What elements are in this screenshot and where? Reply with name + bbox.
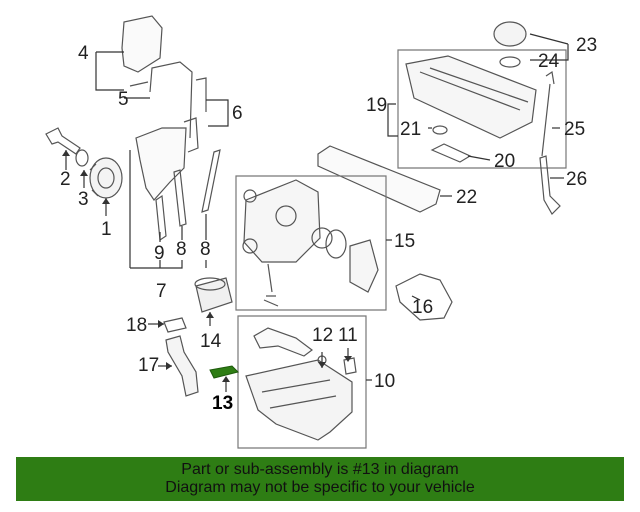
callout-2[interactable]: 2 <box>60 169 71 190</box>
cover-bracket-6 <box>183 77 207 153</box>
callout-24[interactable]: 24 <box>538 51 560 72</box>
oil-pan <box>245 359 353 441</box>
valve-cover-gasket <box>317 145 441 213</box>
callout-19[interactable]: 19 <box>366 95 388 116</box>
callout-23[interactable]: 23 <box>576 35 598 56</box>
callout-26[interactable]: 26 <box>566 169 588 190</box>
callout-5[interactable]: 5 <box>118 89 129 110</box>
oil-pump-gear-inner <box>311 227 333 249</box>
oil-strainer <box>165 335 199 397</box>
highlighted-part-13 <box>209 365 239 379</box>
callout-12[interactable]: 12 <box>312 325 334 346</box>
callout-14[interactable]: 14 <box>200 331 222 352</box>
callout-4[interactable]: 4 <box>78 43 89 64</box>
callout-8a[interactable]: 8 <box>176 239 187 260</box>
drain-plug-11 <box>343 357 357 375</box>
timing-cover-lower <box>135 127 187 201</box>
callout-22[interactable]: 22 <box>456 187 478 208</box>
timing-cover-upper <box>121 15 163 73</box>
crank-bolt <box>45 127 81 155</box>
callout-9[interactable]: 9 <box>154 243 165 264</box>
oil-pump-cover <box>349 239 379 293</box>
banner-line-2: Diagram may not be specific to your vehi… <box>165 479 475 496</box>
info-banner: Part or sub-assembly is #13 in diagram D… <box>16 457 624 501</box>
callout-7[interactable]: 7 <box>156 281 167 302</box>
filler-cap-gasket-24 <box>499 56 521 68</box>
oil-filler-cap <box>493 21 527 47</box>
valve-cover-seal-20 <box>430 143 472 163</box>
banner-line-1: Part or sub-assembly is #13 in diagram <box>181 461 459 478</box>
oil-filter <box>195 277 233 313</box>
callout-15[interactable]: 15 <box>394 231 416 252</box>
dipstick-tube <box>539 155 561 215</box>
callout-11[interactable]: 11 <box>338 325 358 346</box>
callout-18[interactable]: 18 <box>126 315 148 336</box>
seal-strip-8a <box>173 169 187 227</box>
crank-washer <box>75 149 89 167</box>
callout-17[interactable]: 17 <box>138 355 160 376</box>
oil-baffle <box>253 327 313 357</box>
callout-13[interactable]: 13 <box>212 393 234 414</box>
callout-6[interactable]: 6 <box>232 103 243 124</box>
callout-20[interactable]: 20 <box>494 151 516 172</box>
valve-cover-group-box <box>397 49 567 169</box>
callout-3[interactable]: 3 <box>78 189 89 210</box>
oil-strainer-gasket-18 <box>163 317 187 333</box>
parts-diagram <box>45 15 569 449</box>
callout-8b[interactable]: 8 <box>200 239 211 260</box>
valve-cover <box>405 55 537 139</box>
rear-cover-gasket-16 <box>395 273 453 321</box>
oil-pump-seal <box>243 189 257 203</box>
callout-10[interactable]: 10 <box>374 371 396 392</box>
oil-dipstick <box>541 70 555 157</box>
valve-cover-grommet-21 <box>432 125 448 135</box>
oil-pump-group-box <box>235 175 387 311</box>
pressure-relief-parts <box>263 263 279 307</box>
oil-pump-housing <box>243 179 321 263</box>
seal-strip-9 <box>155 194 167 242</box>
timing-belt-guide <box>129 61 193 139</box>
oil-pump-rotor <box>325 229 347 259</box>
callout-21[interactable]: 21 <box>400 119 422 140</box>
callout-16[interactable]: 16 <box>412 297 434 318</box>
seal-strip-8b <box>201 149 221 213</box>
callout-25[interactable]: 25 <box>564 119 586 140</box>
oil-pan-group-box <box>237 315 367 449</box>
callout-1[interactable]: 1 <box>101 219 112 240</box>
